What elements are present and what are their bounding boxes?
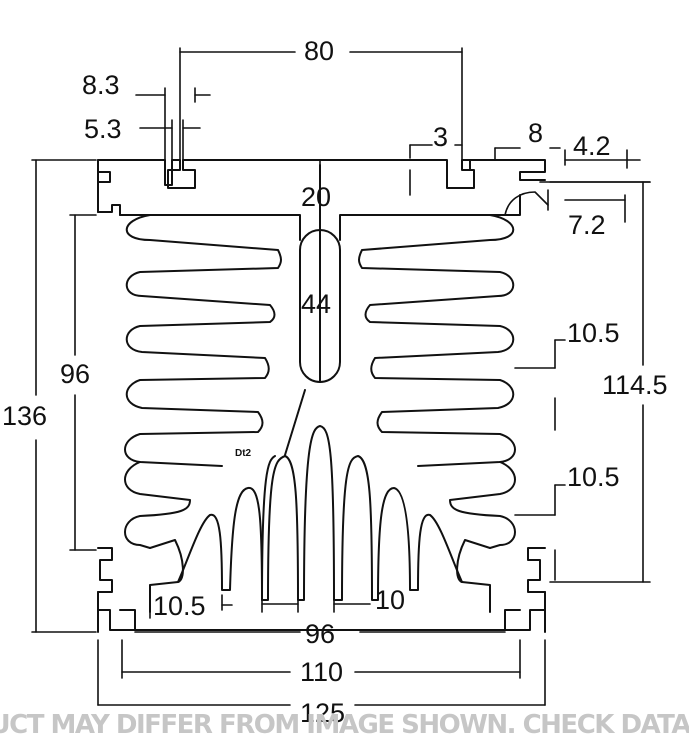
heatsink-outline <box>97 159 546 633</box>
dim-right-slot-outer: 8 <box>528 118 543 148</box>
dim-oval-length: 44 <box>301 289 331 319</box>
dim-base-mount-width: 110 <box>300 657 343 687</box>
dim-clip-height: 4.2 <box>573 131 611 161</box>
dim-clip-depth: 7.2 <box>568 210 606 240</box>
dim-lower-fin-pitch: 10.5 <box>567 462 620 492</box>
dim-base-inner-width: 96 <box>305 619 335 649</box>
center-oval <box>284 164 341 456</box>
dim-fin-span: 96 <box>60 359 90 389</box>
right-fins <box>358 214 516 549</box>
dim-slot-outer: 8.3 <box>82 70 120 100</box>
dim-right-slot: 3 <box>433 122 448 152</box>
oval-radius-label: Dt2 <box>235 448 252 459</box>
dim-overall-width: 125 <box>300 698 345 728</box>
left-fins <box>124 214 282 549</box>
dim-center-gap: 20 <box>301 182 331 212</box>
dim-overall-height: 136 <box>2 401 47 431</box>
dim-slot-inner: 5.3 <box>84 114 122 144</box>
dim-top-pitch: 80 <box>304 36 334 66</box>
bottom-fins <box>149 425 491 613</box>
dim-bottom-center-pitch: 10 <box>375 585 405 615</box>
disclaimer-watermark: PRODUCT MAY DIFFER FROM IMAGE SHOWN. CHE… <box>0 709 689 740</box>
dimension-lines <box>31 47 651 706</box>
dim-bottom-left-pitch: 10.5 <box>153 591 206 621</box>
dim-upper-fin-pitch: 10.5 <box>567 318 620 348</box>
dim-right-height: 114.5 <box>602 370 668 400</box>
